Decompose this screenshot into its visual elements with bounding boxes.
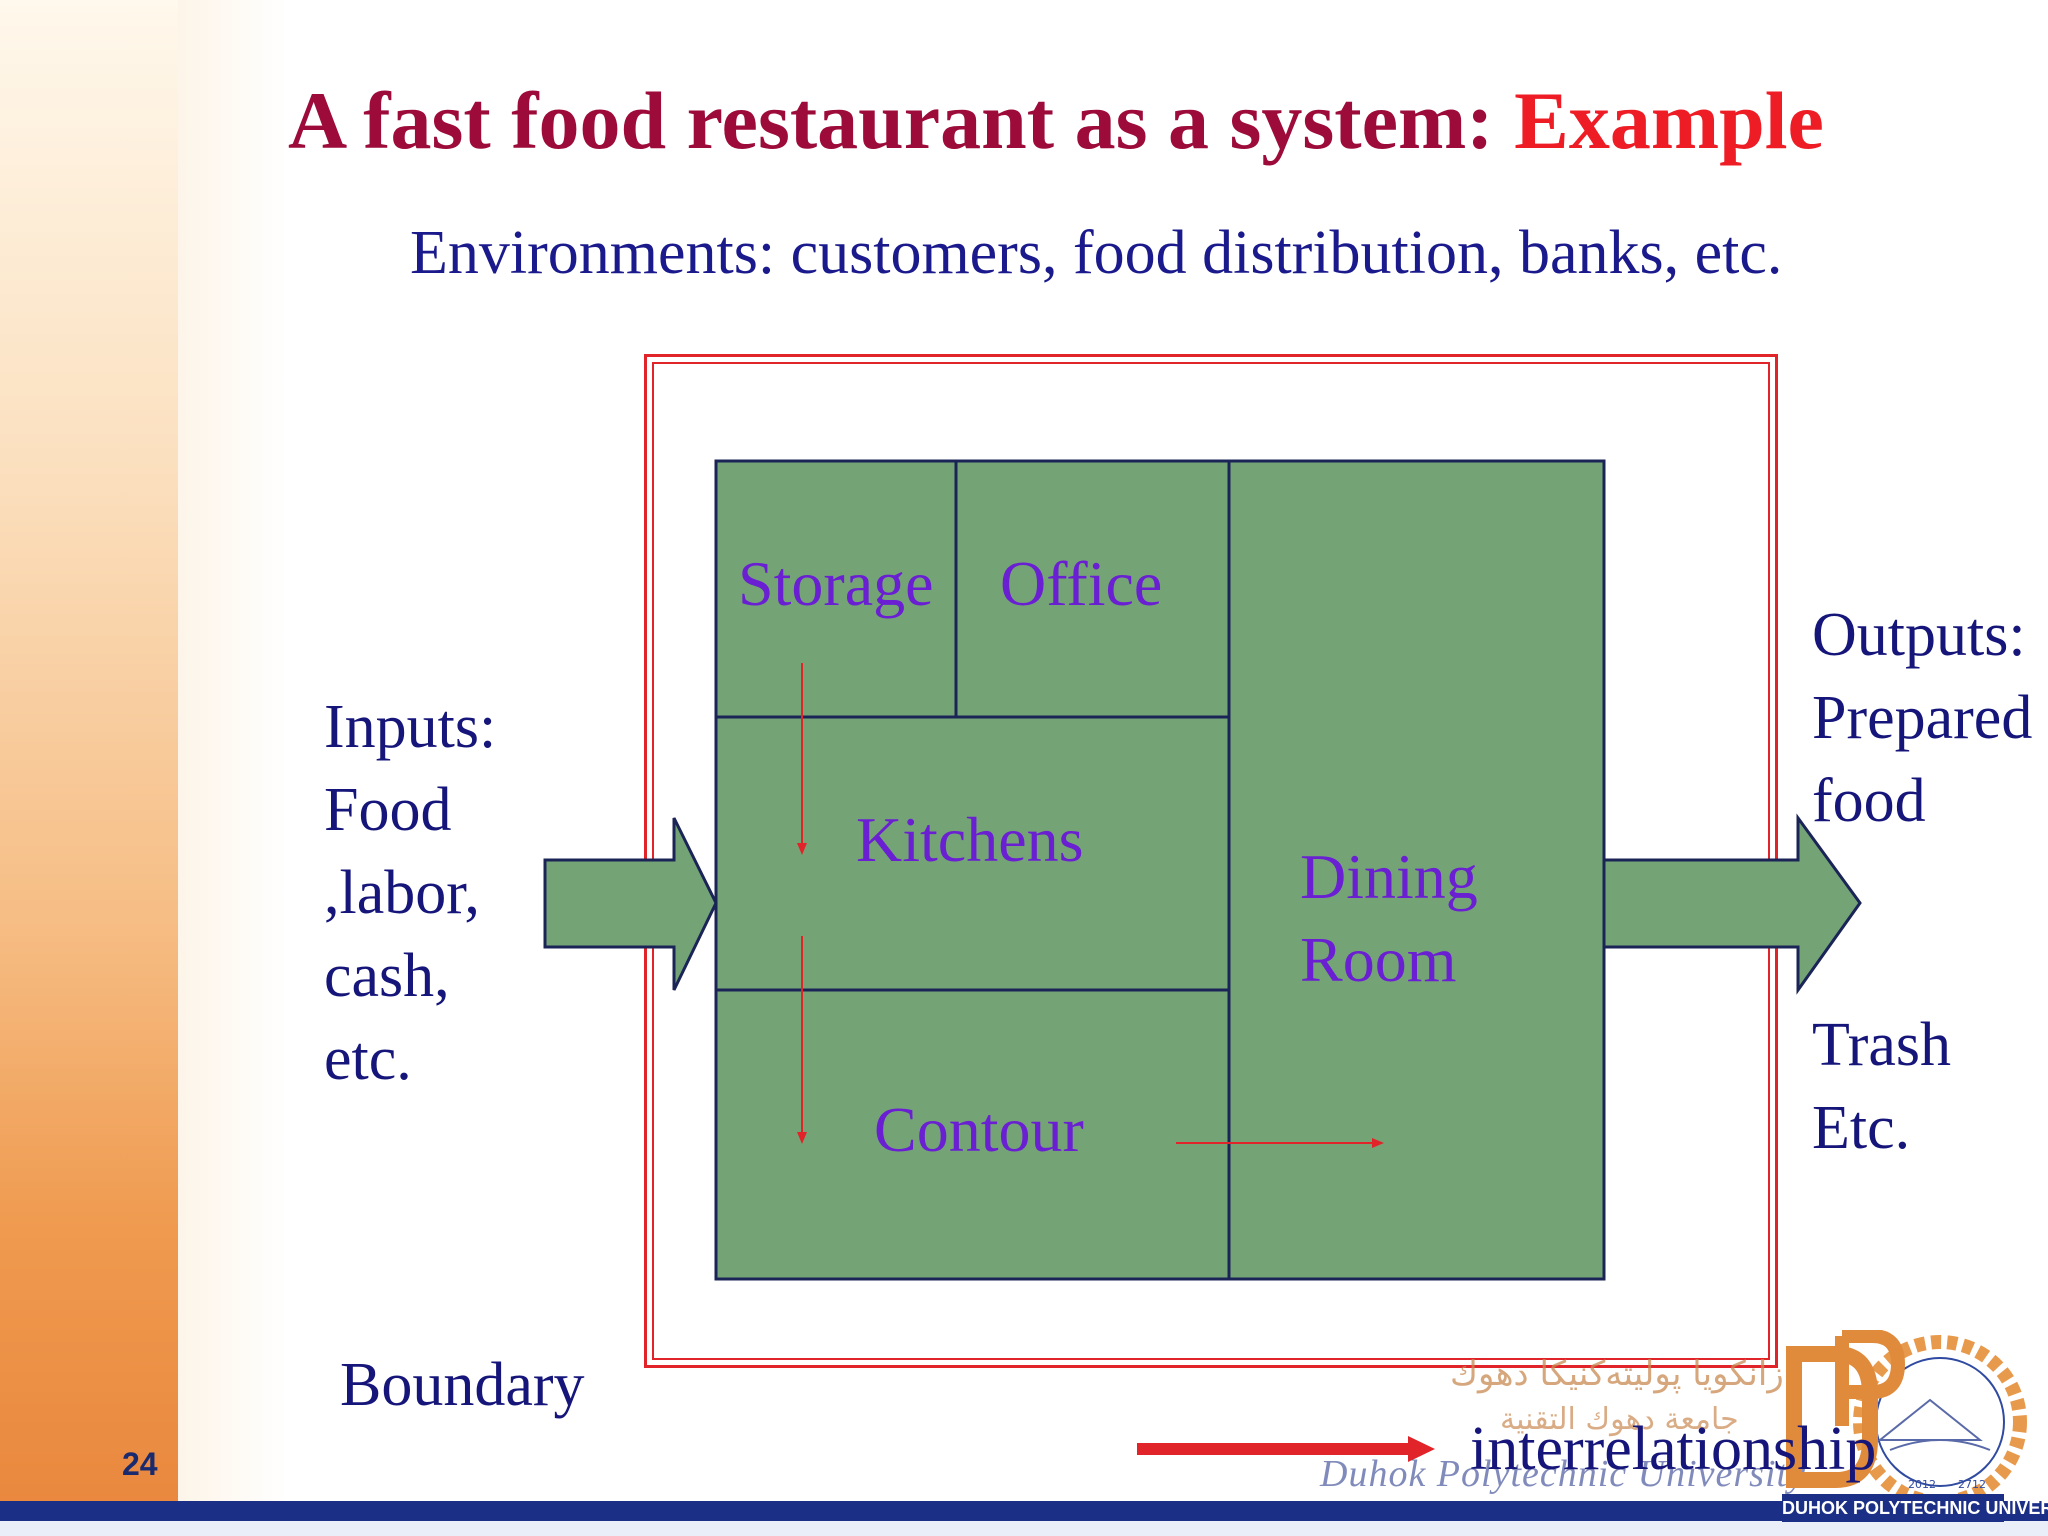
label-storage: Storage	[738, 548, 934, 619]
inputs-line: Food	[324, 776, 452, 844]
slide-sidebar-gradient	[0, 0, 178, 1536]
logo-badge: DUHOK POLYTECHNIC UNIVERSITY	[1782, 1494, 2048, 1522]
inputs-line: ,labor,	[324, 859, 480, 927]
seal-year-left: 2012	[1908, 1478, 1936, 1491]
outputs-line: Prepared	[1812, 684, 2033, 752]
input-arrow	[543, 817, 718, 991]
inputs-line: Inputs:	[324, 693, 497, 761]
slide-subtitle: Environments: customers, food distributi…	[410, 219, 1783, 287]
page-number: 24	[122, 1446, 158, 1482]
title-main: A fast food restaurant as a system:	[288, 75, 1515, 166]
outputs-line: Outputs:	[1812, 601, 2026, 669]
outputs-text: Outputs: Prepared food	[1812, 594, 2032, 843]
interrelationship-label: interrelationship	[1470, 1415, 1877, 1483]
dining-line-2: Room	[1300, 924, 1457, 995]
inputs-line: cash,	[324, 942, 450, 1010]
logo-english-name: Duhok Polytechnic University	[1320, 1453, 1806, 1495]
trash-line: Trash	[1812, 1011, 1951, 1079]
outputs-line: food	[1812, 767, 1926, 835]
boundary-label: Boundary	[340, 1351, 585, 1419]
footer-bar	[0, 1501, 2048, 1521]
sidebar-fade	[178, 0, 288, 1536]
title-accent: Example	[1514, 75, 1824, 166]
logo-arabic-line-1: زانكويا پوليتەكنيكا دهوك	[1450, 1354, 1784, 1394]
slide-title: A fast food restaurant as a system: Exam…	[288, 80, 1824, 162]
seal-year-right: 2712	[1958, 1478, 1986, 1491]
label-office: Office	[1000, 548, 1163, 619]
university-logo-seal: 2012 2712	[1786, 1330, 2027, 1509]
trash-line: Etc.	[1812, 1094, 1911, 1162]
legend-arrow-head	[1408, 1436, 1435, 1462]
output-arrow	[1602, 813, 1862, 995]
inputs-text: Inputs: Food ,labor, cash, etc.	[324, 686, 496, 1101]
footer-line	[0, 1521, 2048, 1536]
inputs-line: etc.	[324, 1025, 412, 1093]
logo-arabic-line-2: جامعة دهوك التقنية	[1500, 1402, 1739, 1437]
dining-line-1: Dining	[1300, 841, 1478, 912]
label-dining-room: Dining Room	[1300, 835, 1478, 1001]
label-contour: Contour	[874, 1094, 1084, 1165]
label-kitchens: Kitchens	[856, 804, 1084, 875]
trash-text: Trash Etc.	[1812, 1004, 1951, 1170]
